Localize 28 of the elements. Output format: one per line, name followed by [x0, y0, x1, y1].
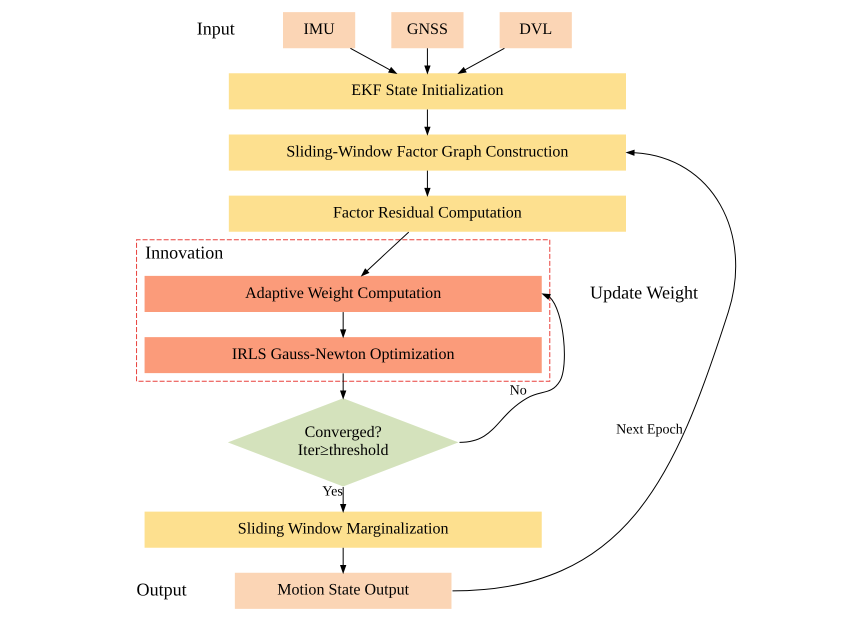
arrow: [424, 170, 430, 197]
label: Update Weight: [590, 282, 698, 302]
node-box: Factor Residual Computation: [228, 196, 626, 232]
node-box: Sliding Window Marginalization: [144, 512, 542, 548]
node-box: IMU: [282, 12, 355, 48]
node-box: DVL: [499, 12, 572, 48]
node-box: GNSS: [390, 12, 464, 48]
arrow: [456, 48, 504, 74]
arrow: [360, 232, 409, 277]
arrow: [458, 293, 564, 443]
arrow: [340, 487, 346, 513]
edge-label: No: [509, 382, 526, 398]
node-box: IRLS Gauss-Newton Optimization: [144, 337, 542, 374]
node-box: EKF State Initialization: [228, 73, 626, 110]
arrow: [424, 109, 430, 136]
arrow: [340, 548, 346, 574]
arrow: [350, 48, 397, 74]
arrow: [424, 48, 430, 75]
label: Input: [196, 18, 234, 39]
arrow: [340, 373, 346, 400]
node-box: Sliding-Window Factor Graph Construction: [228, 134, 626, 171]
label: Output: [136, 579, 186, 600]
arrow: [452, 150, 736, 592]
node-box: Motion State Output: [234, 572, 451, 609]
arrow: [340, 312, 346, 338]
edge-label: Next Epoch: [616, 422, 682, 438]
node-diamond: Converged? Iter≥threshold: [227, 398, 458, 487]
node-box: Adaptive Weight Computation: [144, 276, 542, 312]
